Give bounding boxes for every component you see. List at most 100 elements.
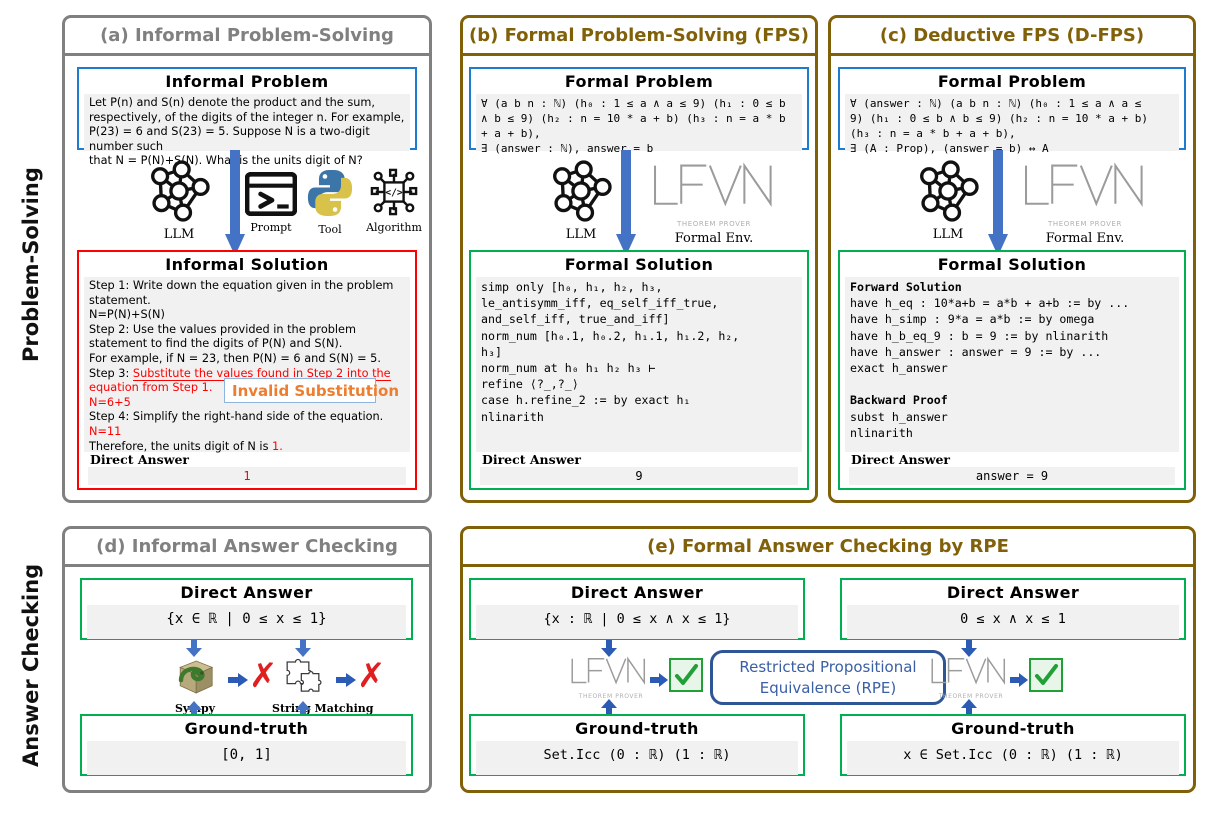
lean-caption-b: THEOREM PROVER	[677, 220, 751, 228]
panel-d-title: (d) Informal Answer Checking	[96, 536, 398, 557]
informal-ground-truth-box: Ground-truth [0, 1]	[80, 714, 413, 776]
neural-network-icon	[553, 160, 612, 222]
formal-ground-truth-title-right: Ground-truth	[951, 719, 1075, 738]
informal-solution-line: statement to find the digits of P(N) and…	[89, 337, 343, 351]
terminal-window-icon	[244, 171, 298, 217]
neural-network-icon	[920, 160, 979, 222]
arrow-right-lean-result-left	[650, 673, 668, 687]
formal-problem-box-c: Formal Problem ∀ (answer : ℕ) (a b n : ℕ…	[838, 67, 1186, 155]
informal-solution-line: N=6+5	[89, 395, 131, 409]
icon-label-algorithm: Algorithm	[366, 221, 422, 234]
informal-solution-line: Therefore, the units digit of N is 1.	[89, 439, 283, 453]
informal-direct-answer-value: 1	[88, 467, 406, 485]
lean-theorem-prover-icon	[654, 162, 772, 207]
pipeline-arrow-a	[225, 150, 245, 256]
formal-direct-answer-label-c: Direct Answer	[851, 452, 950, 467]
check-icon-left	[675, 664, 698, 685]
informal-solution-line: For example, if N = 23, then P(N) = 6 an…	[89, 351, 381, 365]
icon-cell-prompt: Prompt	[240, 171, 302, 234]
formal-solution-line: have h_eq : 10*a+b = a*b + a+b := by ...	[850, 296, 1130, 311]
svg-text:</>: </>	[385, 187, 403, 198]
rpe-box: Restricted Propositional Equivalence (RP…	[710, 650, 946, 705]
panel-b-header: (b) Formal Problem-Solving (FPS)	[463, 18, 815, 56]
formal-problem-box-b: Formal Problem ∀ (a b n : ℕ) (h₀ : 1 ≤ a…	[469, 67, 809, 155]
formal-ground-truth-box-left: Ground-truth Set.Icc (0 : ℝ) (1 : ℝ)	[469, 714, 805, 776]
arrow-right-string-matching-result	[336, 673, 356, 687]
formal-direct-answer-expression-right: 0 ≤ x ∧ x ≤ 1	[960, 611, 1066, 627]
informal-problem-box: Informal Problem Let P(n) and S(n) denot…	[77, 67, 417, 167]
row-label-problem-solving-text: Problem-Solving	[19, 167, 43, 363]
formal-direct-answer-title-left: Direct Answer	[570, 583, 704, 602]
informal-solution-box: Informal Solution Step 1: Write down the…	[77, 250, 417, 490]
informal-solution-line: N=P(N)+S(N)	[89, 308, 165, 322]
icon-cell-llm-b: LLM	[541, 160, 621, 242]
arrow-down-to-lean-right	[961, 640, 977, 657]
formal-solution-line: subst h_answer	[850, 409, 948, 424]
row-label-answer-checking: Answer Checking	[14, 540, 48, 790]
python-logo-icon	[307, 170, 353, 216]
panel-d-header: (d) Informal Answer Checking	[65, 529, 429, 567]
informal-solution-line: Step 3: Substitute the values found in S…	[89, 366, 391, 381]
lean-caption-e-right: THEOREM PROVER	[938, 693, 1004, 700]
arrow-right-lean-result-right	[1010, 673, 1028, 687]
arrow-up-from-groundtruth-e-left	[601, 699, 617, 716]
arrow-up-from-groundtruth-e-right	[961, 699, 977, 716]
panel-b-title: (b) Formal Problem-Solving (FPS)	[469, 25, 809, 46]
informal-ground-truth-title: Ground-truth	[184, 719, 309, 738]
formal-solution-text-b: simp only [h₀, h₁, h₂, h₃, le_antisymm_i…	[481, 280, 740, 424]
informal-solution-line: Step 4: Simplify the right-hand side of …	[89, 410, 384, 424]
formal-ground-truth-box-right: Ground-truth x ∈ Set.Icc (0 : ℝ) (1 : ℝ)	[840, 714, 1186, 776]
panel-c-icon-row: LLM THEOREM PROVER Formal Env.	[838, 160, 1186, 248]
formal-problem-text-b: ∀ (a b n : ℕ) (h₀ : 1 ≤ a ∧ a ≤ 9) (h₁ :…	[481, 97, 786, 155]
formal-problem-body-b: ∀ (a b n : ℕ) (h₀ : 1 ≤ a ∧ a ≤ 9) (h₁ :…	[476, 94, 802, 155]
checker-cell-string-matching: String Matching	[272, 657, 373, 715]
formal-ground-truth-body-left: Set.Icc (0 : ℝ) (1 : ℝ)	[476, 741, 798, 775]
informal-solution-line: equation from Step 1.	[89, 381, 213, 395]
arrow-up-from-groundtruth-right	[295, 701, 311, 718]
formal-solution-line	[850, 376, 1174, 392]
pipeline-arrow-c	[988, 150, 1008, 256]
checker-cell-sympy: Sympy	[162, 657, 228, 715]
icon-cell-formal-env-c: THEOREM PROVER Formal Env.	[1010, 162, 1160, 246]
formal-direct-answer-body-left: {x : ℝ | 0 ≤ x ∧ x ≤ 1}	[476, 605, 798, 639]
formal-ground-truth-expression-right: x ∈ Set.Icc (0 : ℝ) (1 : ℝ)	[903, 747, 1123, 763]
informal-problem-body: Let P(n) and S(n) denote the product and…	[84, 94, 410, 167]
string-matching-result-x-icon: ✗	[357, 656, 386, 696]
arrow-down-to-string-matching	[295, 640, 311, 657]
arrow-down-to-sympy	[186, 640, 202, 657]
formal-solution-line: have h_answer : answer = 9 := by ...	[850, 344, 1102, 359]
informal-direct-answer-label: Direct Answer	[90, 452, 189, 467]
formal-problem-title-b: Formal Problem	[564, 72, 714, 91]
row-label-problem-solving: Problem-Solving	[14, 30, 48, 500]
pipeline-arrow-b	[616, 150, 636, 256]
formal-ground-truth-title-left: Ground-truth	[575, 719, 699, 738]
lean-theorem-prover-icon	[571, 656, 646, 685]
formal-solution-body-b: simp only [h₀, h₁, h₂, h₃, le_antisymm_i…	[476, 277, 802, 452]
icon-label-formal-env-c: Formal Env.	[1045, 231, 1125, 246]
informal-problem-title: Informal Problem	[165, 72, 329, 91]
panel-e-header: (e) Formal Answer Checking by RPE	[463, 529, 1193, 567]
arrow-down-to-lean-left	[601, 640, 617, 657]
formal-direct-answer-box-right: Direct Answer 0 ≤ x ∧ x ≤ 1	[840, 578, 1186, 640]
check-badge-left	[669, 658, 703, 692]
puzzle-pieces-icon	[286, 658, 322, 692]
lean-caption-c: THEOREM PROVER	[1048, 220, 1122, 228]
lean-caption-e-left: THEOREM PROVER	[578, 693, 644, 700]
formal-ground-truth-expression-left: Set.Icc (0 : ℝ) (1 : ℝ)	[543, 747, 731, 763]
row-label-answer-checking-text: Answer Checking	[19, 563, 43, 767]
panel-c-title: (c) Deductive FPS (D-FPS)	[879, 25, 1145, 46]
informal-ground-truth-expression: [0, 1]	[221, 747, 272, 763]
formal-direct-answer-value-c: answer = 9	[849, 467, 1175, 485]
neural-network-icon	[151, 160, 210, 222]
lean-theorem-prover-icon	[1025, 162, 1143, 207]
icon-label-formal-env-b: Formal Env.	[674, 231, 754, 246]
informal-direct-answer-box: Direct Answer {x ∈ ℝ | 0 ≤ x ≤ 1}	[80, 578, 413, 640]
informal-solution-line: Step 2: Use the values provided in the p…	[89, 322, 357, 336]
formal-solution-line: Backward Proof	[850, 393, 948, 408]
formal-solution-line: exact h_answer	[850, 361, 948, 376]
formal-problem-body-c: ∀ (answer : ℕ) (a b n : ℕ) (h₀ : 1 ≤ a ∧…	[845, 94, 1179, 155]
icon-cell-formal-env-b: THEOREM PROVER Formal Env.	[639, 162, 789, 246]
